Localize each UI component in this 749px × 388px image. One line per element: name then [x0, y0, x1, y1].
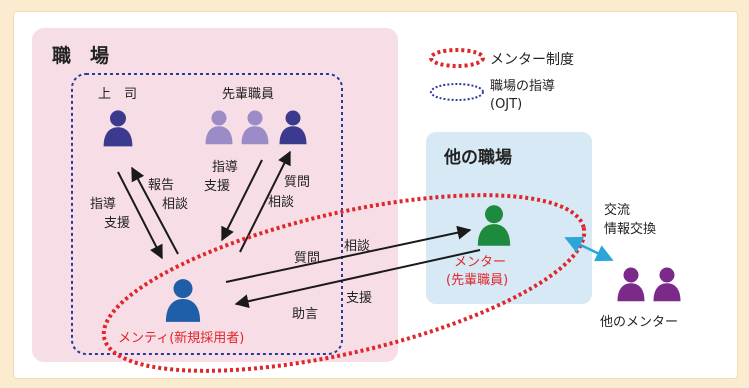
edge-label-senior-guidance: 指導	[212, 160, 238, 175]
other-workplace-box	[426, 132, 592, 304]
other-mentors-label: 他のメンター	[600, 315, 678, 330]
other-workplace-title: 他の職場	[443, 147, 512, 168]
arrow-report	[131, 166, 179, 255]
mentor-sublabel: (先輩職員)	[446, 273, 508, 288]
arrow-mentor-to-mentee	[234, 249, 481, 309]
edge-label-guidance: 指導	[90, 197, 116, 212]
seniors-label: 先輩職員	[222, 87, 274, 102]
other-mentor-person-icon	[653, 267, 681, 302]
arrow-mentee-to-mentor	[225, 225, 472, 283]
edge-label-senior-support: 支援	[204, 179, 230, 194]
boss-label: 上 司	[98, 87, 137, 102]
edge-label-exchange: 交流	[604, 202, 630, 218]
edge-label-support: 支援	[104, 216, 130, 231]
edge-label-info-exchange: 情報交換	[604, 221, 656, 237]
other-mentor-person-icon	[617, 267, 645, 302]
ojt-boundary	[71, 73, 343, 355]
mentor-system-ellipse	[101, 193, 587, 373]
arrow-guidance	[117, 171, 163, 260]
arrow-exchange	[564, 236, 614, 262]
legend-ojt-line1: 職場の指導	[490, 79, 555, 94]
edge-label-mentee-question: 質問	[294, 251, 320, 266]
legend-ojt-line2: (OJT)	[490, 97, 522, 112]
edge-label-consult: 相談	[162, 196, 188, 212]
mentor-label: メンター	[454, 255, 506, 270]
mentee-label: メンティ(新規採用者)	[118, 330, 244, 346]
workplace-box	[32, 28, 398, 362]
edge-label-mentor-advice: 助言	[292, 307, 318, 322]
arrow-senior-guidance	[221, 159, 263, 242]
edge-label-report: 報告	[148, 178, 174, 193]
arrow-senior-question	[239, 150, 291, 253]
edge-label-mentor-support: 支援	[346, 291, 372, 306]
legend-ojt-symbol	[430, 83, 484, 101]
legend-mentor-system: メンター制度	[490, 52, 574, 68]
workplace-title: 職 場	[52, 44, 109, 67]
edge-label-senior-consult: 相談	[268, 194, 294, 210]
edge-label-question: 質問	[284, 175, 310, 190]
edge-label-mentee-consult: 相談	[344, 238, 370, 254]
legend-mentor-symbol	[429, 48, 485, 68]
